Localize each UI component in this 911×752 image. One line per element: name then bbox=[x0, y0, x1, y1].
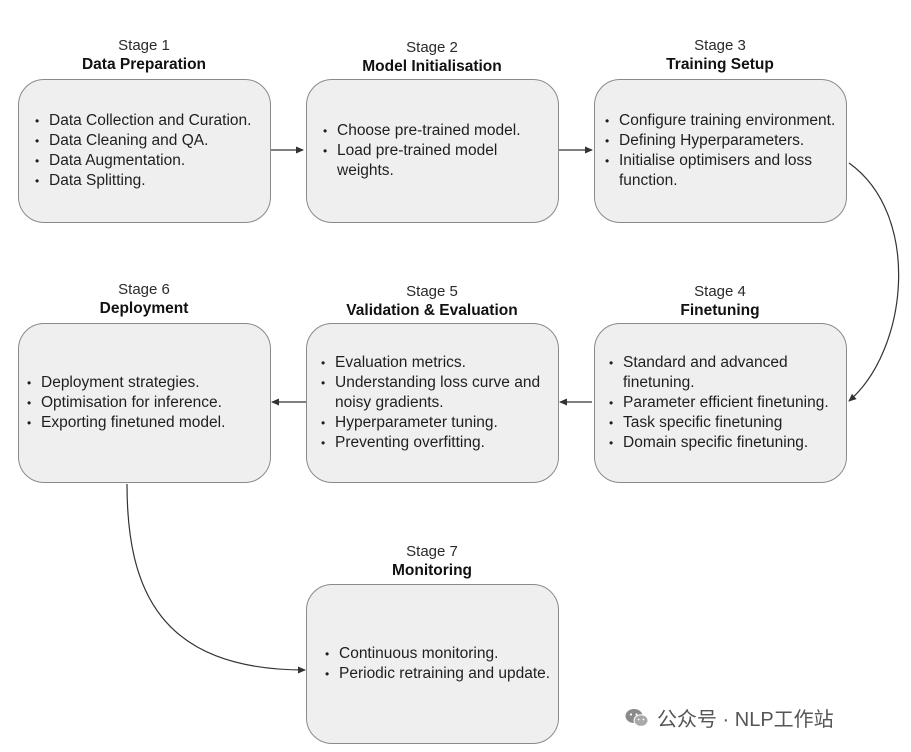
list-item: Configure training environment. bbox=[603, 111, 842, 131]
stage-7-box: Continuous monitoring. Periodic retraini… bbox=[306, 584, 559, 744]
list-item: Task specific finetuning bbox=[607, 413, 842, 433]
list-item: Understanding loss curve and noisy gradi… bbox=[319, 373, 554, 413]
stage-3-header: Stage 3 Training Setup bbox=[594, 36, 846, 74]
stage-title: Finetuning bbox=[680, 302, 760, 319]
stage-6-items: Deployment strategies. Optimisation for … bbox=[25, 373, 268, 433]
stage-number: Stage 2 bbox=[406, 39, 458, 56]
stage-title: Validation & Evaluation bbox=[346, 302, 518, 319]
list-item: Choose pre-trained model. bbox=[321, 121, 550, 141]
stage-number: Stage 4 bbox=[694, 283, 746, 300]
stage-title: Deployment bbox=[99, 300, 189, 317]
list-item: Defining Hyperparameters. bbox=[603, 131, 842, 151]
list-item: Optimisation for inference. bbox=[25, 393, 268, 413]
list-item: Load pre-trained model weights. bbox=[321, 141, 550, 181]
list-item: Deployment strategies. bbox=[25, 373, 268, 393]
stage-number: Stage 3 bbox=[694, 37, 746, 54]
stage-number: Stage 1 bbox=[118, 37, 170, 54]
stage-7-header: Stage 7 Monitoring bbox=[306, 542, 558, 580]
stage-1-header: Stage 1 Data Preparation bbox=[18, 36, 270, 74]
stage-7-items: Continuous monitoring. Periodic retraini… bbox=[323, 644, 552, 684]
list-item: Initialise optimisers and loss function. bbox=[603, 151, 842, 191]
stage-2-box: Choose pre-trained model. Load pre-train… bbox=[306, 79, 559, 223]
arrow-stage3-to-stage4 bbox=[848, 162, 900, 402]
list-item: Data Cleaning and QA. bbox=[33, 131, 262, 151]
stage-2-items: Choose pre-trained model. Load pre-train… bbox=[321, 121, 550, 181]
watermark-text: 公众号 · NLP工作站 bbox=[657, 709, 834, 731]
stage-6-box: Deployment strategies. Optimisation for … bbox=[18, 323, 271, 483]
arrow-stage6-to-stage7 bbox=[126, 483, 306, 674]
stage-title: Model Initialisation bbox=[362, 58, 502, 75]
stage-number: Stage 7 bbox=[406, 543, 458, 560]
list-item: Domain specific finetuning. bbox=[607, 433, 842, 453]
stage-3-items: Configure training environment. Defining… bbox=[603, 111, 842, 191]
list-item: Periodic retraining and update. bbox=[323, 664, 552, 684]
stage-6-header: Stage 6 Deployment bbox=[18, 280, 270, 318]
list-item: Standard and advanced finetuning. bbox=[607, 353, 842, 393]
stage-5-items: Evaluation metrics. Understanding loss c… bbox=[319, 353, 554, 453]
list-item: Preventing overfitting. bbox=[319, 433, 554, 453]
list-item: Exporting finetuned model. bbox=[25, 413, 268, 433]
list-item: Parameter efficient finetuning. bbox=[607, 393, 842, 413]
stage-title: Data Preparation bbox=[81, 56, 207, 73]
stage-title: Training Setup bbox=[666, 56, 774, 73]
stage-1-box: Data Collection and Curation. Data Clean… bbox=[18, 79, 271, 223]
list-item: Data Splitting. bbox=[33, 171, 262, 191]
stage-number: Stage 5 bbox=[406, 283, 458, 300]
stage-2-header: Stage 2 Model Initialisation bbox=[306, 38, 558, 76]
wechat-icon bbox=[625, 708, 649, 727]
stage-3-box: Configure training environment. Defining… bbox=[594, 79, 847, 223]
stage-5-box: Evaluation metrics. Understanding loss c… bbox=[306, 323, 559, 483]
list-item: Evaluation metrics. bbox=[319, 353, 554, 373]
list-item: Data Collection and Curation. bbox=[33, 111, 262, 131]
list-item: Hyperparameter tuning. bbox=[319, 413, 554, 433]
stage-number: Stage 6 bbox=[118, 281, 170, 298]
list-item: Continuous monitoring. bbox=[323, 644, 552, 664]
list-item: Data Augmentation. bbox=[33, 151, 262, 171]
stage-4-box: Standard and advanced finetuning. Parame… bbox=[594, 323, 847, 483]
stage-5-header: Stage 5 Validation & Evaluation bbox=[306, 282, 558, 320]
stage-4-header: Stage 4 Finetuning bbox=[594, 282, 846, 320]
stage-4-items: Standard and advanced finetuning. Parame… bbox=[607, 353, 842, 453]
watermark: 公众号 · NLP工作站 bbox=[625, 703, 834, 732]
stage-title: Monitoring bbox=[391, 562, 473, 579]
stage-1-items: Data Collection and Curation. Data Clean… bbox=[33, 111, 262, 191]
